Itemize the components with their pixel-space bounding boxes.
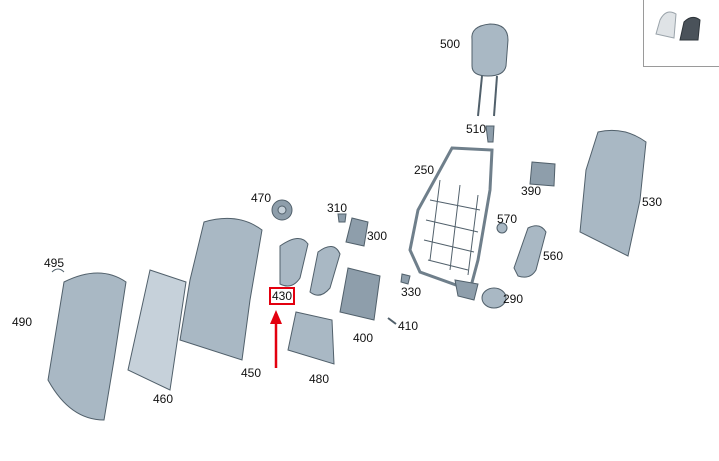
label-530[interactable]: 530 <box>642 195 663 209</box>
part-460-mat <box>127 269 187 391</box>
label-560[interactable]: 560 <box>543 249 564 263</box>
part-290-round-cover <box>481 287 507 309</box>
part-450-foam <box>179 217 263 361</box>
label-570[interactable]: 570 <box>497 212 518 226</box>
part-400-lumbar-module <box>339 267 381 321</box>
label-510[interactable]: 510 <box>466 122 487 136</box>
label-250[interactable]: 250 <box>414 163 435 177</box>
label-400[interactable]: 400 <box>353 331 374 345</box>
part-410-screw <box>387 317 397 325</box>
label-480[interactable]: 480 <box>309 372 330 386</box>
part-lumbar-cover <box>309 246 341 296</box>
label-500[interactable]: 500 <box>440 37 461 51</box>
part-310-clip <box>337 213 347 223</box>
seat-thumbnail-icon <box>643 0 719 67</box>
highlight-arrow <box>270 310 282 368</box>
label-290[interactable]: 290 <box>503 292 524 306</box>
part-570-cap <box>496 222 508 234</box>
label-300[interactable]: 300 <box>367 229 388 243</box>
label-330[interactable]: 330 <box>401 285 422 299</box>
label-430[interactable]: 430 <box>268 287 296 305</box>
part-480-panel <box>287 311 335 365</box>
label-390[interactable]: 390 <box>521 184 542 198</box>
label-460[interactable]: 460 <box>153 392 174 406</box>
part-495-clip <box>51 268 65 273</box>
label-450[interactable]: 450 <box>241 366 262 380</box>
part-390-module <box>529 161 556 187</box>
label-470[interactable]: 470 <box>251 191 272 205</box>
label-310[interactable]: 310 <box>327 201 348 215</box>
part-300-bracket <box>345 217 369 247</box>
part-510-guide <box>485 125 495 143</box>
label-495[interactable]: 495 <box>44 256 65 270</box>
part-500-headrest <box>471 23 509 117</box>
label-410[interactable]: 410 <box>398 319 419 333</box>
part-530-rear-panel <box>579 129 647 257</box>
part-330-bolt <box>400 273 411 285</box>
part-430-bolster <box>279 238 309 287</box>
part-560-side-panel <box>513 225 547 278</box>
label-490[interactable]: 490 <box>12 315 33 329</box>
part-490-cover <box>47 272 127 421</box>
part-470-switch <box>271 199 293 221</box>
part-250-backrest-frame <box>408 146 494 301</box>
